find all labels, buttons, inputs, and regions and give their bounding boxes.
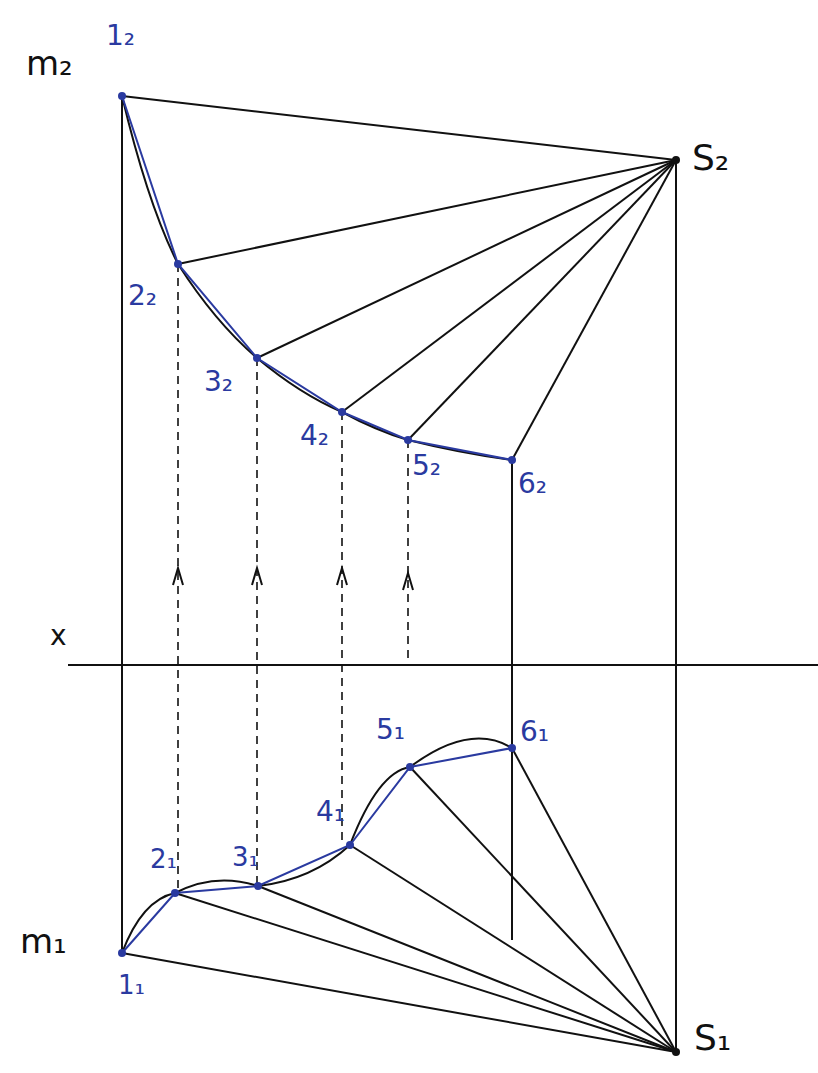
point-label: 4₂	[300, 422, 329, 450]
chord-polyline	[122, 96, 512, 953]
x-axis	[68, 664, 818, 666]
point-label: 5₁	[376, 716, 405, 744]
point-label: 3₂	[204, 368, 233, 396]
point-dot	[118, 92, 516, 957]
apex-dot	[672, 156, 680, 1056]
generatrix-front	[122, 96, 676, 460]
point-label: 5₂	[412, 452, 441, 480]
point-label: 6₁	[520, 718, 549, 746]
point-label: 1₁	[118, 972, 145, 998]
apex-label: S₁	[694, 1020, 731, 1056]
point-label: 2₂	[128, 282, 157, 310]
direction-arrow	[173, 568, 413, 590]
directrix-front	[122, 96, 512, 460]
curve-label: m₂	[26, 46, 73, 80]
point-label: 2₁	[150, 846, 177, 872]
apex-label: S₂	[692, 140, 729, 176]
directrix-top	[122, 738, 512, 953]
link-line	[511, 460, 513, 940]
generatrix-top	[122, 748, 676, 1052]
point-label: 3₁	[232, 844, 259, 870]
point-label: 6₂	[518, 470, 547, 498]
curve-label: m₁	[20, 924, 67, 958]
point-label: 1₂	[106, 22, 135, 50]
point-label: 4₁	[316, 798, 345, 826]
link-line	[121, 96, 123, 953]
link-line	[675, 160, 677, 1052]
projection-dash	[178, 264, 408, 893]
axis-label: x	[50, 622, 67, 650]
